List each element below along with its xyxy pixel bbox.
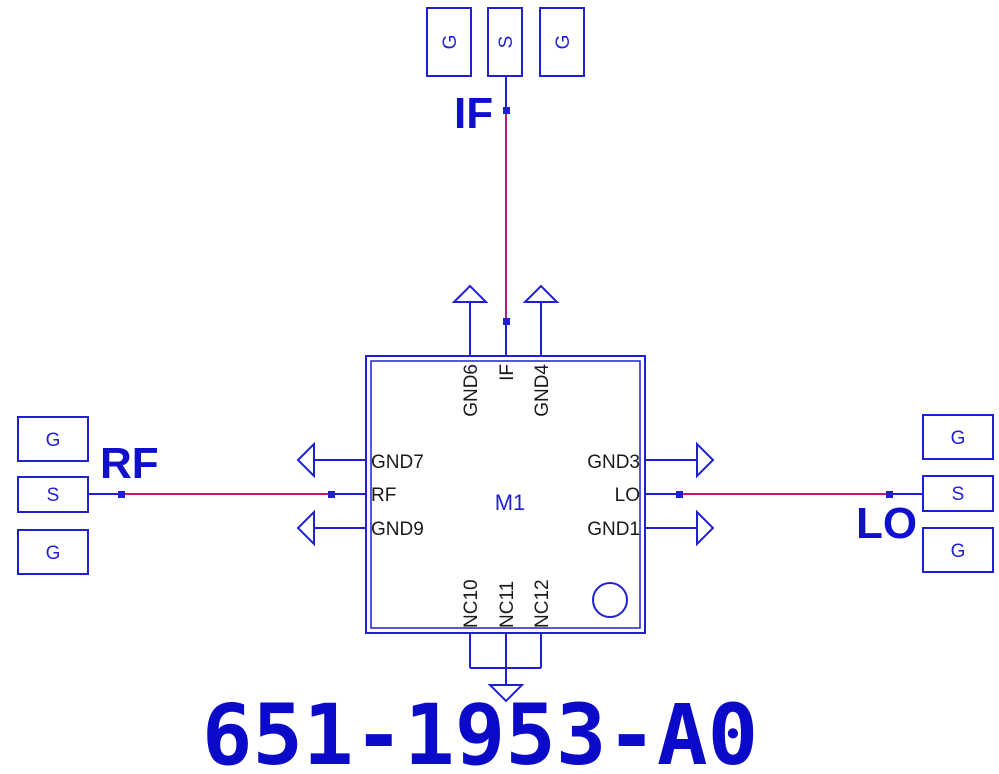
pin-label-gnd1: GND1	[587, 519, 640, 540]
rf-probe-pads: G S G	[17, 416, 89, 575]
pin-label-gnd4: GND4	[532, 364, 553, 417]
lo-probe-pads: G S G	[922, 414, 994, 573]
pin-label-rf: RF	[371, 485, 396, 506]
if-ground-pad-right-label: G	[553, 35, 574, 50]
rf-signal-pad-label: S	[47, 485, 60, 506]
pin-label-gnd9: GND9	[371, 519, 424, 540]
part-number: 651-1953-A0	[202, 686, 758, 774]
lo-ground-pad-bottom-label: G	[951, 541, 966, 562]
rf-ground-pad-top	[17, 416, 89, 462]
component-ref: M1	[495, 490, 526, 515]
lo-ground-pad-top-label: G	[951, 428, 966, 449]
pin-label-nc10: NC10	[461, 579, 482, 628]
gnd7-ground-symbol	[296, 441, 366, 479]
if-signal-pad-label: S	[496, 36, 517, 49]
pin-label-lo: LO	[615, 485, 640, 506]
if-ground-pad-right	[539, 7, 585, 77]
lo-port-label: LO	[856, 499, 917, 548]
pin-label-gnd7: GND7	[371, 452, 424, 473]
rf-port-label: RF	[100, 439, 159, 488]
nc-ground-symbol	[469, 633, 542, 703]
pin-label-nc12: NC12	[532, 579, 553, 628]
gnd9-ground-symbol	[296, 509, 366, 547]
pin-label-gnd3: GND3	[587, 452, 640, 473]
rf-wire-node-left	[118, 491, 125, 498]
gnd3-ground-symbol	[645, 441, 715, 479]
pin-label-gnd6: GND6	[461, 364, 482, 417]
rf-ground-pad-top-label: G	[46, 430, 61, 451]
gnd4-ground-symbol	[522, 284, 560, 356]
if-ground-pad-left-label: G	[440, 35, 461, 50]
gnd1-ground-symbol	[645, 509, 715, 547]
lo-wire-node-left	[676, 491, 683, 498]
lo-ground-pad-top	[922, 414, 994, 460]
lo-ground-pad-bottom	[922, 527, 994, 573]
gnd6-ground-symbol	[451, 284, 489, 356]
lo-signal-pad	[922, 475, 994, 512]
pin-label-if: IF	[497, 364, 518, 381]
if-wire-node-top	[503, 107, 510, 114]
if-probe-pads: G S G	[426, 7, 585, 77]
pin1-marker-circle	[592, 582, 628, 618]
rf-ground-pad-bottom	[17, 529, 89, 575]
pin-label-nc11: NC11	[497, 581, 518, 628]
lo-signal-pad-label: S	[952, 484, 965, 505]
if-ground-pad-left	[426, 7, 472, 77]
if-port-label: IF	[454, 89, 493, 138]
rf-ground-pad-bottom-label: G	[46, 543, 61, 564]
